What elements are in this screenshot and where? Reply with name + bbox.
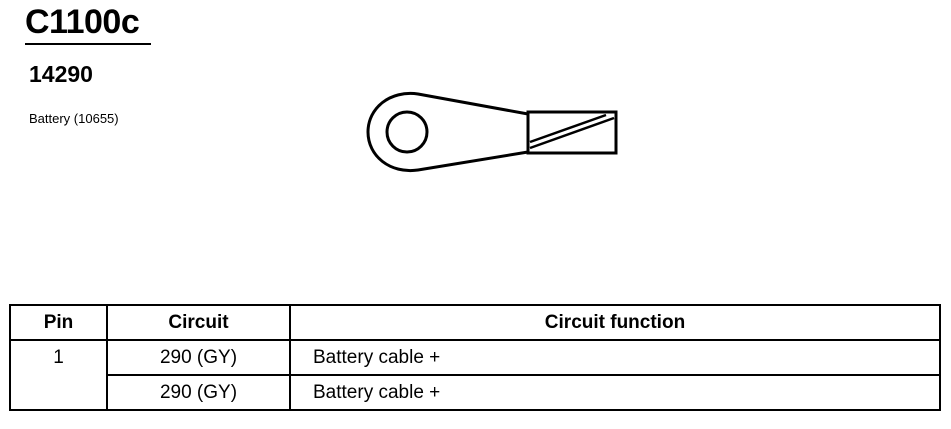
table-header-row: Pin Circuit Circuit function xyxy=(9,304,941,341)
pin-table: Pin Circuit Circuit function 1 290 (GY) … xyxy=(9,304,941,411)
ring-terminal-outline xyxy=(366,91,529,173)
crimp-stripe-2 xyxy=(529,113,607,144)
ring-terminal-icon xyxy=(366,91,618,173)
ring-terminal-hole xyxy=(385,110,429,154)
crimp-stripe-1 xyxy=(529,116,615,150)
circuit-cell: 290 (GY) xyxy=(106,374,291,411)
title-underline xyxy=(25,43,151,45)
header-circuit: Circuit xyxy=(106,304,291,341)
header-circuit-function: Circuit function xyxy=(289,304,941,341)
table-row: 1 290 (GY) Battery cable + xyxy=(9,339,941,411)
connector-id: C1100c xyxy=(25,3,140,41)
component-name: Battery (10655) xyxy=(29,111,119,126)
circuit-cell: 290 (GY) xyxy=(106,339,291,376)
crimp-barrel xyxy=(526,110,618,155)
circuit-function-cell: Battery cable + xyxy=(289,374,941,411)
circuit-function-cell: Battery cable + xyxy=(289,339,941,376)
header-pin: Pin xyxy=(9,304,108,341)
table-row: 290 (GY) Battery cable + xyxy=(10,374,941,411)
part-number: 14290 xyxy=(29,61,93,87)
pin-number: 1 xyxy=(9,339,108,411)
